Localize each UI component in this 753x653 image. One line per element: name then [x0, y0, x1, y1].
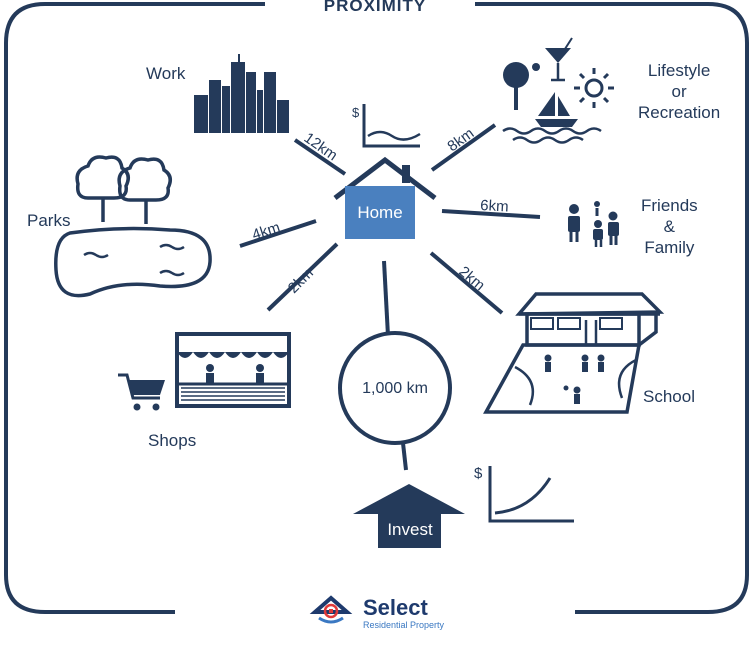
- invest-chart-symbol: $: [474, 465, 483, 482]
- park-icon: [54, 155, 212, 298]
- tennis-ball-icon: [532, 63, 540, 71]
- distance-friends: 6km: [480, 197, 509, 215]
- invest-label: Invest: [387, 520, 433, 539]
- lifestyle-label: Lifestyle or Recreation: [638, 61, 721, 122]
- line-lifestyle: [430, 123, 497, 172]
- home-price-chart: $: [352, 104, 421, 148]
- pond-shape: [54, 226, 212, 298]
- shops-label: Shops: [148, 431, 197, 450]
- sun-icon: [574, 68, 614, 108]
- logo-icon: [309, 595, 353, 624]
- lifestyle-icons: [502, 37, 614, 144]
- line-invest-bottom: [401, 442, 408, 471]
- friends-label: Friends & Family: [641, 196, 698, 257]
- line-parks: [239, 219, 317, 248]
- frame-top-left: [4, 2, 265, 614]
- tennis-racket-icon: [503, 62, 529, 88]
- cocktail-icon: [545, 37, 573, 82]
- line-school: [429, 251, 504, 315]
- water-waves: [502, 127, 602, 144]
- logo-tagline: Residential Property: [363, 620, 445, 630]
- frame-top-right: [475, 2, 749, 614]
- line-invest-top: [382, 260, 390, 337]
- connector-lines: [239, 123, 541, 471]
- distance-circle: [338, 331, 452, 445]
- invest-arrow-icon: Invest: [353, 484, 465, 548]
- tree-icon-right: [117, 157, 172, 224]
- school-label: School: [643, 387, 695, 406]
- tree-icon-left: [75, 155, 130, 222]
- school-icon: [483, 292, 665, 414]
- city-skyline-icon: [194, 54, 289, 133]
- shopping-cart-icon: [118, 373, 165, 411]
- family-people-icon: [568, 201, 619, 247]
- distance-school: 2km: [455, 263, 488, 294]
- distance-invest: 1,000 km: [362, 380, 428, 397]
- storefront-icon: [175, 332, 291, 408]
- sailboat-icon: [535, 92, 578, 127]
- line-friends: [441, 209, 541, 219]
- home-label: Home: [357, 203, 402, 222]
- logo-name: Select: [363, 595, 428, 620]
- diagram-title: PROXIMITY: [323, 0, 427, 15]
- parks-label: Parks: [27, 211, 71, 230]
- home-chart-symbol: $: [352, 105, 360, 120]
- line-work: [293, 138, 347, 176]
- work-label: Work: [146, 64, 186, 83]
- line-shops: [266, 242, 339, 312]
- invest-growth-chart: $: [474, 465, 574, 523]
- distance-parks: 4km: [250, 219, 282, 244]
- home-house-icon: Home: [333, 156, 437, 239]
